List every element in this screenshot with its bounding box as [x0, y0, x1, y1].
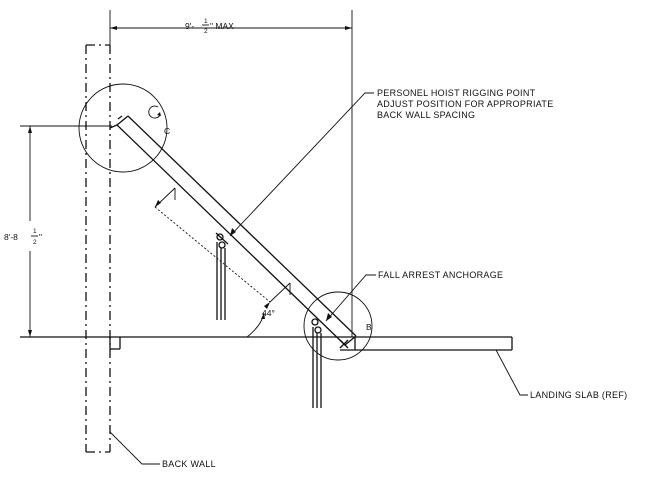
back-wall-label: BACK WALL	[162, 459, 216, 469]
left-height-den: 2	[33, 239, 37, 246]
rigging-point-line2: ADJUST POSITION FOR APPROPRIATE	[377, 99, 554, 109]
rigging-point-hardware	[215, 232, 229, 320]
landing-slab	[20, 336, 513, 351]
top-width-dimension: 9'- 1 2 " MAX	[109, 10, 353, 337]
top-width-num: 1	[204, 18, 208, 25]
rigging-point-leader	[229, 92, 374, 237]
top-width-suffix: " MAX	[210, 21, 234, 31]
angle-label: 44°	[262, 308, 275, 318]
angle-construction: 44°	[154, 187, 291, 338]
detail-marker-c: C	[164, 126, 170, 136]
back-wall	[85, 44, 111, 453]
left-height-whole: 8'-8	[4, 232, 18, 242]
fall-arrest-label: FALL ARREST ANCHORAGE	[378, 270, 503, 280]
detail-circle-upper: C	[78, 83, 170, 173]
fall-arrest-hardware	[311, 318, 356, 408]
top-width-den: 2	[204, 28, 208, 35]
back-wall-leader	[109, 431, 160, 465]
rigging-point-line3: BACK WALL SPACING	[377, 110, 475, 120]
rigging-point-line1: PERSONEL HOIST RIGGING POINT	[377, 88, 536, 98]
detail-circle-lower: B	[303, 291, 373, 361]
left-height-suffix: "	[39, 232, 42, 242]
detail-marker-b: B	[366, 322, 372, 332]
top-width-whole: 9'-	[185, 21, 194, 31]
fall-arrest-leader	[325, 274, 376, 322]
left-height-num: 1	[33, 228, 37, 235]
rigging-point-callout: PERSONEL HOIST RIGGING POINT ADJUST POSI…	[377, 88, 554, 120]
left-height-dimension: 8'-8 1 2 "	[2, 125, 112, 337]
landing-slab-leader	[495, 349, 528, 396]
landing-slab-label: LANDING SLAB (REF)	[530, 390, 627, 400]
